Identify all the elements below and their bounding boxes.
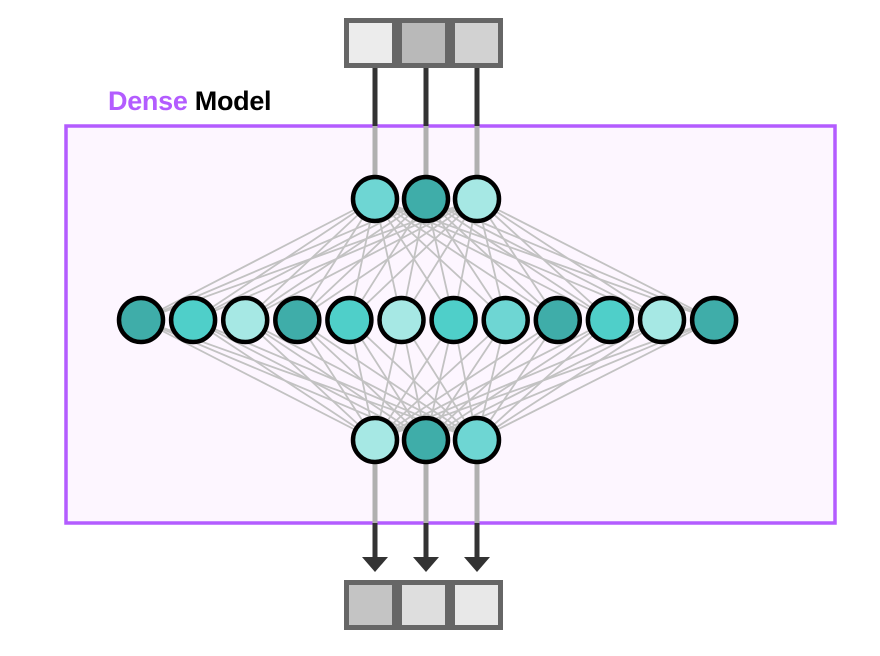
output-layer-node-2[interactable] bbox=[401, 415, 451, 465]
output-token-row bbox=[344, 580, 503, 630]
input-token-row bbox=[344, 18, 503, 68]
output-layer-node-3[interactable] bbox=[452, 415, 502, 465]
output-arrowhead-icon bbox=[413, 557, 439, 572]
hidden-layer-node-5[interactable] bbox=[325, 295, 374, 345]
hidden-layer-node-1[interactable] bbox=[116, 295, 166, 345]
io-connectors-inside bbox=[372, 126, 480, 523]
hidden-layer-node-12[interactable] bbox=[689, 295, 739, 345]
hidden-layer-node-9[interactable] bbox=[533, 295, 583, 345]
input-layer-node-1[interactable] bbox=[350, 174, 400, 224]
input-token-cell-2[interactable] bbox=[402, 23, 445, 63]
model-title-accent: Dense bbox=[108, 86, 188, 116]
network-edge bbox=[374, 319, 507, 441]
network-nodes bbox=[116, 174, 739, 465]
hidden-layer-node-4[interactable] bbox=[273, 295, 322, 345]
output-arrowhead-icon bbox=[362, 557, 388, 572]
network-edge bbox=[476, 198, 663, 321]
network-edge bbox=[374, 319, 559, 441]
hidden-layer-node-10[interactable] bbox=[585, 295, 635, 345]
network-edge bbox=[296, 198, 478, 321]
input-token-cell-1[interactable] bbox=[349, 23, 392, 63]
output-token-cell-1[interactable] bbox=[349, 585, 392, 625]
model-title-plain: Model bbox=[194, 86, 272, 116]
input-layer-node-2[interactable] bbox=[401, 174, 451, 224]
hidden-layer-node-7[interactable] bbox=[429, 295, 478, 345]
output-token-cell-3[interactable] bbox=[455, 585, 498, 625]
network-edge bbox=[476, 198, 611, 321]
input-token-cell-3[interactable] bbox=[455, 23, 498, 63]
dense-model-title: Dense Model bbox=[108, 86, 272, 117]
input-layer-node-3[interactable] bbox=[452, 174, 502, 224]
io-connectors-outside bbox=[362, 68, 490, 572]
output-arrowhead-icon bbox=[464, 557, 490, 572]
hidden-layer-node-11[interactable] bbox=[637, 295, 687, 345]
network-edge bbox=[348, 198, 478, 321]
hidden-layer-node-8[interactable] bbox=[481, 295, 530, 345]
network-edge bbox=[192, 319, 376, 441]
output-layer-node-1[interactable] bbox=[350, 415, 400, 465]
output-token-cell-2[interactable] bbox=[402, 585, 445, 625]
network-edge bbox=[244, 319, 376, 441]
hidden-layer-node-3[interactable] bbox=[220, 295, 270, 345]
hidden-layer-node-6[interactable] bbox=[377, 295, 426, 345]
hidden-layer-node-2[interactable] bbox=[168, 295, 218, 345]
